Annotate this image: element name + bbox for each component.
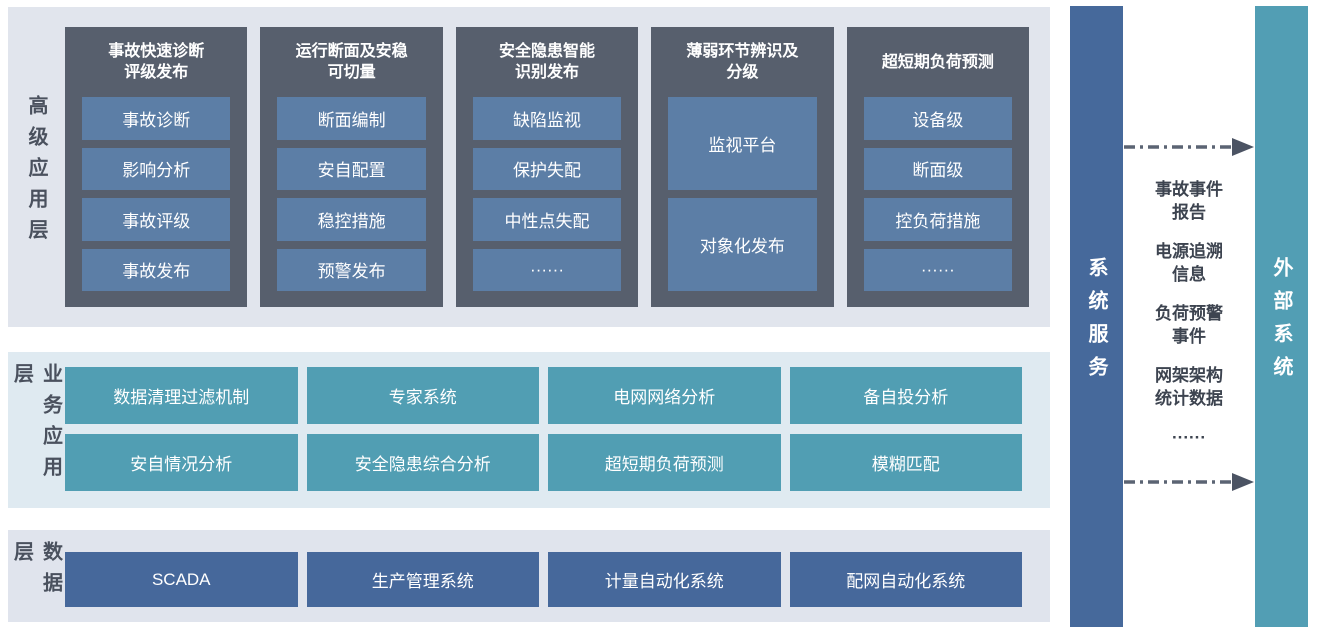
- column-load-forecast: 超短期负荷预测 设备级 断面级 控负荷措施 ······: [846, 27, 1030, 307]
- column-items: 事故诊断 影响分析 事故评级 事故发布: [82, 97, 231, 291]
- app-item: 事故评级: [82, 198, 231, 241]
- app-item: 保护失配: [472, 147, 622, 190]
- column-accident-diagnosis: 事故快速诊断 评级发布 事故诊断 影响分析 事故评级 事故发布: [65, 27, 248, 307]
- app-item-ellipsis: ······: [863, 248, 1013, 291]
- layer-label-business: 业务应用层: [8, 352, 65, 508]
- app-item: 事故发布: [82, 248, 231, 291]
- external-systems-bar: 外部系统: [1255, 6, 1308, 627]
- business-item: 超短期负荷预测: [548, 434, 781, 491]
- layer-data: 数据层 SCADA 生产管理系统 计量自动化系统 配网自动化系统: [8, 530, 1050, 622]
- arrow-right-icon: [1124, 138, 1254, 156]
- column-items: 断面编制 安自配置 稳控措施 预警发布: [277, 97, 426, 291]
- column-items: 监视平台 对象化发布: [668, 97, 817, 291]
- app-item: 缺陷监视: [472, 97, 622, 140]
- business-item: 电网网络分析: [548, 367, 781, 424]
- layer-label-advanced: 高级应用层: [8, 7, 65, 327]
- business-grid: 数据清理过滤机制 专家系统 电网网络分析 备自投分析 安自情况分析 安全隐患综合…: [65, 367, 1022, 491]
- column-title: 安全隐患智能 识别发布: [499, 43, 596, 81]
- business-item: 安全隐患综合分析: [306, 434, 539, 491]
- exchange-item: 网架架构 统计数据: [1155, 366, 1223, 408]
- arrow-right-icon: [1124, 473, 1254, 491]
- business-item: 数据清理过滤机制: [65, 367, 298, 424]
- column-title: 事故快速诊断 评级发布: [108, 43, 205, 81]
- exchange-region: 事故事件 报告 电源追溯 信息 负荷预警 事件 网架架构 统计数据 ······: [1123, 6, 1255, 627]
- app-item: 事故诊断: [82, 97, 231, 140]
- data-grid: SCADA 生产管理系统 计量自动化系统 配网自动化系统: [65, 552, 1022, 607]
- app-item: 设备级: [863, 97, 1013, 140]
- column-title: 超短期负荷预测: [881, 53, 994, 71]
- layer-label-text: 业务应用层: [10, 363, 62, 487]
- app-item: 控负荷措施: [863, 198, 1013, 241]
- exchange-items: 事故事件 报告 电源追溯 信息 负荷预警 事件 网架架构 统计数据 ······: [1123, 178, 1255, 449]
- business-item: 安自情况分析: [65, 434, 298, 491]
- data-source-item: 计量自动化系统: [548, 552, 781, 607]
- business-item: 备自投分析: [789, 367, 1022, 424]
- app-item: 预警发布: [277, 248, 426, 291]
- layer-label-text: 数据层: [10, 541, 62, 603]
- data-source-item: 生产管理系统: [306, 552, 539, 607]
- app-item: 中性点失配: [472, 198, 622, 241]
- app-item: 断面编制: [277, 97, 426, 140]
- column-title: 薄弱环节辨识及 分级: [686, 43, 799, 81]
- business-item: 模糊匹配: [789, 434, 1022, 491]
- column-items: 设备级 断面级 控负荷措施 ······: [863, 97, 1013, 291]
- data-source-item: 配网自动化系统: [789, 552, 1022, 607]
- exchange-item: 负荷预警 事件: [1155, 304, 1223, 346]
- app-item: 监视平台: [668, 97, 817, 190]
- column-operation-section: 运行断面及安稳 可切量 断面编制 安自配置 稳控措施 预警发布: [260, 27, 443, 307]
- layer-label-data: 数据层: [8, 530, 65, 622]
- advanced-columns: 事故快速诊断 评级发布 事故诊断 影响分析 事故评级 事故发布 运行断面及安稳 …: [65, 27, 1030, 307]
- system-services-bar: 系统服务: [1070, 6, 1123, 627]
- system-services-label: 系统服务: [1085, 257, 1107, 389]
- external-systems-label: 外部系统: [1270, 257, 1292, 389]
- column-hidden-danger: 安全隐患智能 识别发布 缺陷监视 保护失配 中性点失配 ······: [455, 27, 639, 307]
- column-weak-link: 薄弱环节辨识及 分级 监视平台 对象化发布: [651, 27, 834, 307]
- data-source-item: SCADA: [65, 552, 298, 607]
- layer-label-text: 高级应用层: [25, 95, 47, 250]
- app-item: 断面级: [863, 147, 1013, 190]
- layer-business-application: 业务应用层 数据清理过滤机制 专家系统 电网网络分析 备自投分析 安自情况分析 …: [8, 352, 1050, 508]
- exchange-item: 电源追溯 信息: [1155, 242, 1223, 284]
- column-title: 运行断面及安稳 可切量: [295, 43, 408, 81]
- app-item: 影响分析: [82, 147, 231, 190]
- app-item-ellipsis: ······: [472, 248, 622, 291]
- app-item: 安自配置: [277, 147, 426, 190]
- app-item: 对象化发布: [668, 198, 817, 291]
- column-items: 缺陷监视 保护失配 中性点失配 ······: [472, 97, 622, 291]
- business-item: 专家系统: [306, 367, 539, 424]
- exchange-item-ellipsis: ······: [1172, 428, 1206, 447]
- exchange-item: 事故事件 报告: [1155, 180, 1223, 222]
- app-item: 稳控措施: [277, 198, 426, 241]
- layer-advanced-application: 高级应用层 事故快速诊断 评级发布 事故诊断 影响分析 事故评级 事故发布 运行…: [8, 7, 1050, 327]
